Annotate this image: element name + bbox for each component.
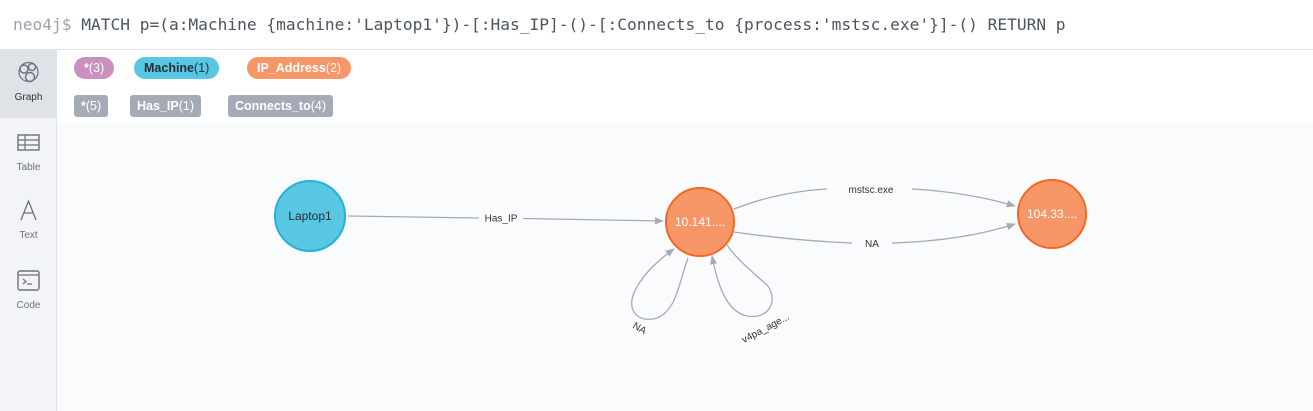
- legend-label-count: (1): [194, 61, 210, 75]
- node-caption: 104.33....: [1027, 207, 1077, 221]
- graph-legend: *(3) Machine(1) IP_Address(2) *(5) Has_I…: [57, 50, 1313, 122]
- legend-type-count: (4): [310, 99, 326, 113]
- legend-rel-connects-to[interactable]: Connects_to(4): [228, 95, 333, 117]
- sidebar-item-text[interactable]: Text: [0, 188, 57, 256]
- edge-label: v4pa_age...: [740, 312, 791, 346]
- query-text[interactable]: MATCH p=(a:Machine {machine:'Laptop1'})-…: [81, 15, 1066, 34]
- legend-label-name: Machine: [144, 61, 195, 75]
- sidebar-item-code[interactable]: Code: [0, 258, 57, 326]
- legend-label-count: (2): [325, 61, 342, 75]
- legend-rel-all[interactable]: *(5): [74, 95, 109, 117]
- edge-line: [709, 244, 773, 318]
- query-line[interactable]: neo4j$ MATCH p=(a:Machine {machine:'Lapt…: [13, 15, 1066, 34]
- node-caption: Laptop1: [288, 209, 332, 223]
- edge-line: [522, 217, 664, 225]
- sidebar-item-label: Text: [19, 230, 38, 241]
- legend-type-name: *: [81, 99, 86, 113]
- legend-node-all[interactable]: *(3): [74, 57, 115, 79]
- node-circle: [1017, 179, 1087, 249]
- edge-label: NA: [865, 239, 879, 250]
- edge-line: [891, 223, 1016, 244]
- edge-line: [733, 231, 853, 244]
- relationship-mstsc[interactable]: mstsc.exe: [733, 185, 1016, 210]
- relationship-loop-v4pa[interactable]: v4pa_age...: [709, 244, 791, 346]
- text-icon: [16, 198, 41, 223]
- legend-rel-has-ip[interactable]: Has_IP(1): [130, 95, 201, 117]
- node-machine-laptop1[interactable]: Laptop1: [274, 180, 346, 252]
- node-caption: 10.141....: [675, 215, 725, 229]
- node-ip-address-10-141[interactable]: 10.141....: [665, 187, 735, 257]
- edge-label: Has_IP: [485, 214, 518, 225]
- node-ip-address-104-33[interactable]: 104.33....: [1017, 179, 1087, 249]
- legend-type-count: (5): [85, 99, 102, 113]
- edge-line: [733, 188, 828, 210]
- legend-type-name: Connects_to: [235, 99, 311, 113]
- legend-type-name: Has_IP: [137, 99, 179, 113]
- legend-node-machine[interactable]: Machine(1): [134, 57, 220, 79]
- code-icon: [16, 268, 41, 293]
- sidebar-item-graph[interactable]: Graph: [0, 50, 57, 118]
- edge-line: [911, 188, 1016, 208]
- sidebar-item-label: Graph: [14, 92, 43, 103]
- node-circle: [665, 187, 735, 257]
- legend-label-name: *: [84, 61, 89, 75]
- query-prompt: neo4j$: [13, 15, 72, 34]
- edge-line: [631, 248, 689, 320]
- legend-node-ip-address[interactable]: IP_Address(2): [247, 57, 352, 79]
- node-circle: [274, 180, 346, 252]
- table-icon: [16, 130, 41, 155]
- relationship-loop-na[interactable]: NA: [630, 248, 689, 338]
- legend-label-count: (3): [88, 61, 105, 75]
- relationship-na[interactable]: NA: [733, 223, 1016, 250]
- sidebar-item-table[interactable]: Table: [0, 120, 57, 188]
- graph-canvas[interactable]: Has_IP mstsc.exe NA NA v4pa_age... Lapto…: [57, 122, 1313, 411]
- legend-type-count: (1): [178, 99, 194, 113]
- sidebar-item-label: Table: [16, 162, 41, 173]
- edge-line: [347, 215, 480, 219]
- edge-label: mstsc.exe: [848, 185, 893, 196]
- relationship-has-ip[interactable]: Has_IP: [347, 214, 664, 225]
- edge-label: NA: [630, 321, 648, 338]
- view-sidebar: Graph Table Text Code: [0, 50, 57, 411]
- sidebar-item-label: Code: [16, 300, 41, 311]
- query-editor[interactable]: neo4j$ MATCH p=(a:Machine {machine:'Lapt…: [0, 0, 1313, 50]
- legend-label-name: IP_Address: [257, 61, 326, 75]
- graph-icon: [16, 60, 41, 85]
